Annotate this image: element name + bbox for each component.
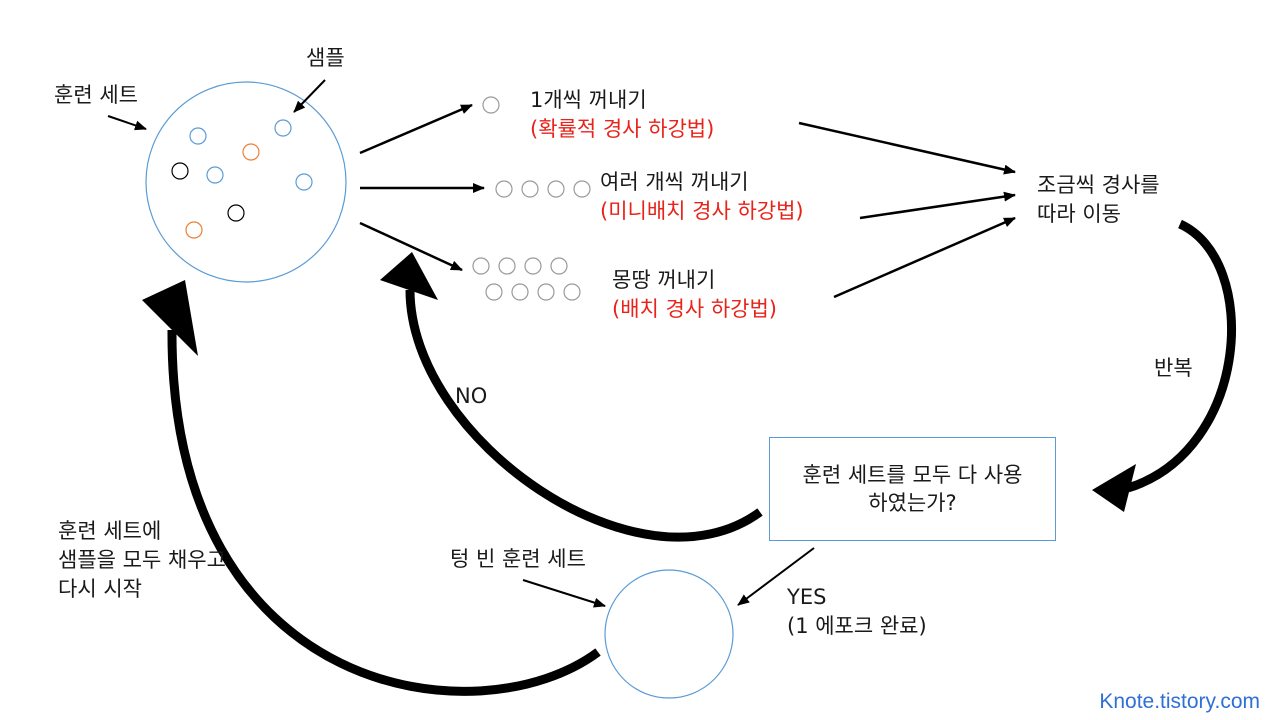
restart-label-line2: 샘플을 모두 채우고 xyxy=(58,548,226,572)
sample-dot xyxy=(495,180,513,198)
sample-dot xyxy=(482,96,500,114)
yes-label: YES xyxy=(787,585,827,609)
training-set-circle xyxy=(145,81,347,283)
sample-pointer-arrow xyxy=(293,79,326,113)
sample-dot xyxy=(472,257,490,275)
sample-dot xyxy=(524,257,542,275)
no-arrowhead xyxy=(380,252,438,300)
sample-dot xyxy=(563,283,581,301)
sample-dot xyxy=(511,283,529,301)
sample-label: 샘플 xyxy=(306,46,345,70)
training-set-label: 훈련 세트 xyxy=(54,83,138,107)
sample-dot xyxy=(537,283,555,301)
arrow-to-single xyxy=(359,103,473,155)
method-minibatch-subtitle: (미니배치 경사 하강법) xyxy=(600,199,804,223)
repeat-curve-arrow xyxy=(1126,219,1237,493)
epoch-complete-label: (1 에포크 완료) xyxy=(787,614,927,638)
method-stochastic-title: 1개씩 꺼내기 xyxy=(530,88,647,112)
sample-dot xyxy=(573,180,591,198)
sample-dot xyxy=(189,127,207,145)
repeat-label: 반복 xyxy=(1154,356,1193,380)
sample-dot xyxy=(185,221,203,239)
sample-dot xyxy=(550,257,568,275)
sample-dot xyxy=(485,283,503,301)
restart-label-line1: 훈련 세트에 xyxy=(58,519,162,543)
restart-label-line3: 다시 시작 xyxy=(58,577,142,601)
watermark: Knote.tistory.com xyxy=(1099,690,1260,713)
sample-dot xyxy=(227,204,245,222)
arrow-minibatch-to-move xyxy=(859,191,1016,220)
move-label-line1: 조금씩 경사를 xyxy=(1037,173,1160,197)
restart-arrowhead xyxy=(142,280,198,356)
question-line2: 하였는가? xyxy=(868,491,957,515)
empty-training-set-circle xyxy=(604,569,734,699)
repeat-arrowhead xyxy=(1092,464,1136,512)
sample-dot xyxy=(242,143,260,161)
arrow-single-to-move xyxy=(798,121,1016,175)
arrow-to-batch xyxy=(359,221,463,272)
sample-dot xyxy=(171,162,189,180)
no-label: NO xyxy=(455,384,488,408)
sample-dot xyxy=(521,180,539,198)
arrow-batch-to-move xyxy=(833,216,1016,299)
method-minibatch-title: 여러 개씩 꺼내기 xyxy=(600,170,749,194)
sample-dot xyxy=(547,180,565,198)
empty-set-pointer-arrow xyxy=(522,579,606,608)
question-box: 훈련 세트를 모두 다 사용 하였는가? xyxy=(769,437,1056,541)
method-stochastic-subtitle: (확률적 경사 하강법) xyxy=(530,117,715,141)
method-batch-title: 몽땅 꺼내기 xyxy=(612,268,716,292)
method-batch-subtitle: (배치 경사 하강법) xyxy=(612,297,777,321)
question-line1: 훈련 세트를 모두 다 사용 xyxy=(802,463,1023,487)
restart-curve-arrow xyxy=(167,329,601,696)
training-set-pointer-arrow xyxy=(107,115,147,131)
move-label-line2: 따라 이동 xyxy=(1037,202,1121,226)
sample-dot xyxy=(274,119,292,137)
no-curve-arrow xyxy=(405,289,763,542)
sample-dot xyxy=(206,166,224,184)
sample-dot xyxy=(498,257,516,275)
yes-arrow xyxy=(737,547,815,606)
sample-dot xyxy=(295,173,313,191)
empty-set-label: 텅 빈 훈련 세트 xyxy=(450,547,586,571)
